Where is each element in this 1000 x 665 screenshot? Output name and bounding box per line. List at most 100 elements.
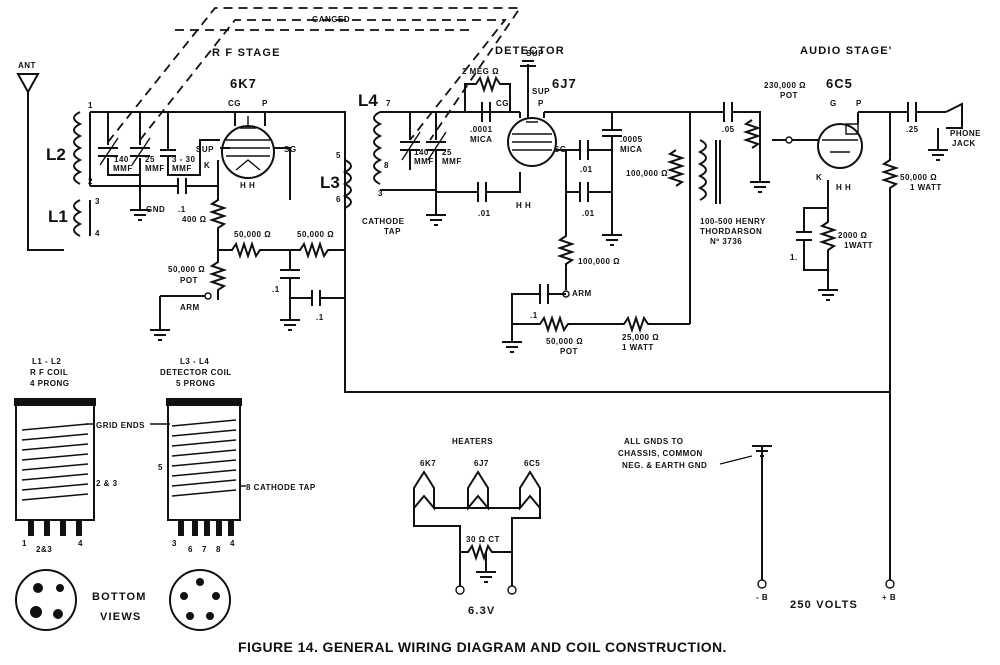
heater-ct: 30 Ω CT xyxy=(466,535,500,544)
r25k: 25,000 Ω xyxy=(622,333,659,342)
pin-2: 2 xyxy=(88,177,93,186)
tube-6c5: 6C5 G P K H H xyxy=(792,76,900,192)
pot50k-b: 50,000 Ω xyxy=(546,337,583,346)
antenna-icon: ANT xyxy=(16,61,64,251)
cap-pt1-a: .1 xyxy=(178,205,186,214)
cap-3-30-label: 3 - 30 xyxy=(172,155,196,164)
heaters-title: HEATERS xyxy=(452,437,493,446)
cap-25b: 25 xyxy=(442,148,452,157)
watt-b: 1 WATT xyxy=(910,183,942,192)
l4-label: L4 xyxy=(358,91,378,110)
detector-title: DETECTOR xyxy=(495,45,565,57)
heater-6k7: 6K7 xyxy=(420,459,436,468)
ganged-linkage: GANGED xyxy=(107,7,522,143)
cathode-tap-note: 8 CATHODE TAP xyxy=(246,483,316,492)
ganged-label: GANGED xyxy=(312,15,350,24)
r2000: 2000 Ω xyxy=(838,231,868,240)
g3: G xyxy=(830,99,837,108)
cg2: CG xyxy=(496,99,509,108)
rf-coil-title: L1 - L2 xyxy=(32,357,61,366)
ant-label: ANT xyxy=(18,61,36,70)
rf-coil-sub2: 4 PRONG xyxy=(30,379,70,388)
coil-l4: L4 7 8 3 xyxy=(358,91,391,198)
c01b: .01 xyxy=(582,209,595,218)
two-three: 2 & 3 xyxy=(96,479,118,488)
tube-6k7: 6K7 CG P SUP SG K H H xyxy=(196,76,296,200)
sup3: SUP xyxy=(532,87,550,96)
audio-stage-title: AUDIO STAGE' xyxy=(800,45,893,57)
r400-label: 400 Ω xyxy=(182,215,207,224)
rf-pin-4: 4 xyxy=(78,539,83,548)
rf-pin-1: 1 xyxy=(22,539,27,548)
supply-note-1: ALL GNDS TO xyxy=(624,437,683,446)
mmf-c: MMF xyxy=(172,164,192,173)
k1: K xyxy=(204,161,210,170)
c0001-label: .0001 xyxy=(470,125,493,134)
jack-label: JACK xyxy=(952,139,976,148)
heater-circuit: HEATERS 6K7 6J7 6C5 30 Ω CT 6.3V xyxy=(413,437,541,617)
pot-word: POT xyxy=(180,276,198,285)
det-pin-7: 7 xyxy=(202,545,207,554)
coil-l1: L1 xyxy=(48,199,91,237)
mica1-label: MICA xyxy=(470,135,492,144)
r2meg-label: 2 MEG Ω xyxy=(462,67,499,76)
pot-word-b: POT xyxy=(560,347,578,356)
heater-6c5: 6C5 xyxy=(524,459,540,468)
c25: .25 xyxy=(906,125,919,134)
det-pin-5: 5 xyxy=(158,463,163,472)
bottom-views: BOTTOM VIEWS xyxy=(15,569,231,631)
heater-volts: 6.3V xyxy=(468,605,495,617)
c0005-label: .0005 xyxy=(620,135,643,144)
coil-l3: L3 5 6 xyxy=(320,151,352,209)
det-coil-sub2: 5 PRONG xyxy=(176,379,216,388)
pin-5: 5 xyxy=(336,151,341,160)
sup1: SUP xyxy=(196,145,214,154)
supply-note-3: NEG. & EARTH GND xyxy=(622,461,707,470)
k3: K xyxy=(816,173,822,182)
cap-pt1-c: .1 xyxy=(316,313,324,322)
pt1d: .1 xyxy=(530,311,538,320)
r100k-b: 100,000 Ω xyxy=(626,169,668,178)
pin-7: 7 xyxy=(386,99,391,108)
rf-stage-title: R F STAGE xyxy=(212,47,281,59)
watt-a: 1 WATT xyxy=(622,343,654,352)
pot-word-c: POT xyxy=(780,91,798,100)
arm1-label: ARM xyxy=(180,303,200,312)
b-plus: + B xyxy=(882,593,896,602)
p3: P xyxy=(856,99,862,108)
det-coil-title: L3 - L4 xyxy=(180,357,209,366)
rf-tuning-capacitors: 140 MMF 25 MMF 3 - 30 MMF GND xyxy=(98,112,220,221)
bottom-label: BOTTOM xyxy=(92,591,147,603)
l2-label: L2 xyxy=(46,145,66,164)
choke-2: THORDARSON xyxy=(700,227,762,236)
arm2: ARM xyxy=(572,289,592,298)
pin-3b: 3 xyxy=(378,189,383,198)
det-pin-4: 4 xyxy=(230,539,235,548)
p2: P xyxy=(538,99,544,108)
p1: P xyxy=(262,99,268,108)
pin-3: 3 xyxy=(95,197,100,206)
pot50k-label: 50,000 Ω xyxy=(168,265,205,274)
gnd-label: GND xyxy=(146,205,165,214)
choke-1: 100-500 HENRY xyxy=(700,217,766,226)
hh1: H H xyxy=(240,181,255,190)
pin-4: 4 xyxy=(95,229,100,238)
det-coil-sub1: DETECTOR COIL xyxy=(160,368,232,377)
l3-label: L3 xyxy=(320,173,340,192)
pin-1: 1 xyxy=(88,101,93,110)
supply-volts: 250 VOLTS xyxy=(790,599,858,611)
mmf-e: MMF xyxy=(442,157,462,166)
heater-6j7: 6J7 xyxy=(474,459,489,468)
6k7-label: 6K7 xyxy=(230,76,257,91)
cap-pt1-b: .1 xyxy=(272,285,280,294)
r100k-a: 100,000 Ω xyxy=(578,257,620,266)
6c5-label: 6C5 xyxy=(826,76,853,91)
grid-ends: GRID ENDS xyxy=(96,421,145,430)
det-pin-8: 8 xyxy=(216,545,221,554)
mmf-d: MMF xyxy=(414,157,434,166)
r50k-c: 50,000 Ω xyxy=(900,173,937,182)
supply-note-2: CHASSIS, COMMON xyxy=(618,449,703,458)
pin-8: 8 xyxy=(384,161,389,170)
rf-pin-23: 2&3 xyxy=(36,545,52,554)
